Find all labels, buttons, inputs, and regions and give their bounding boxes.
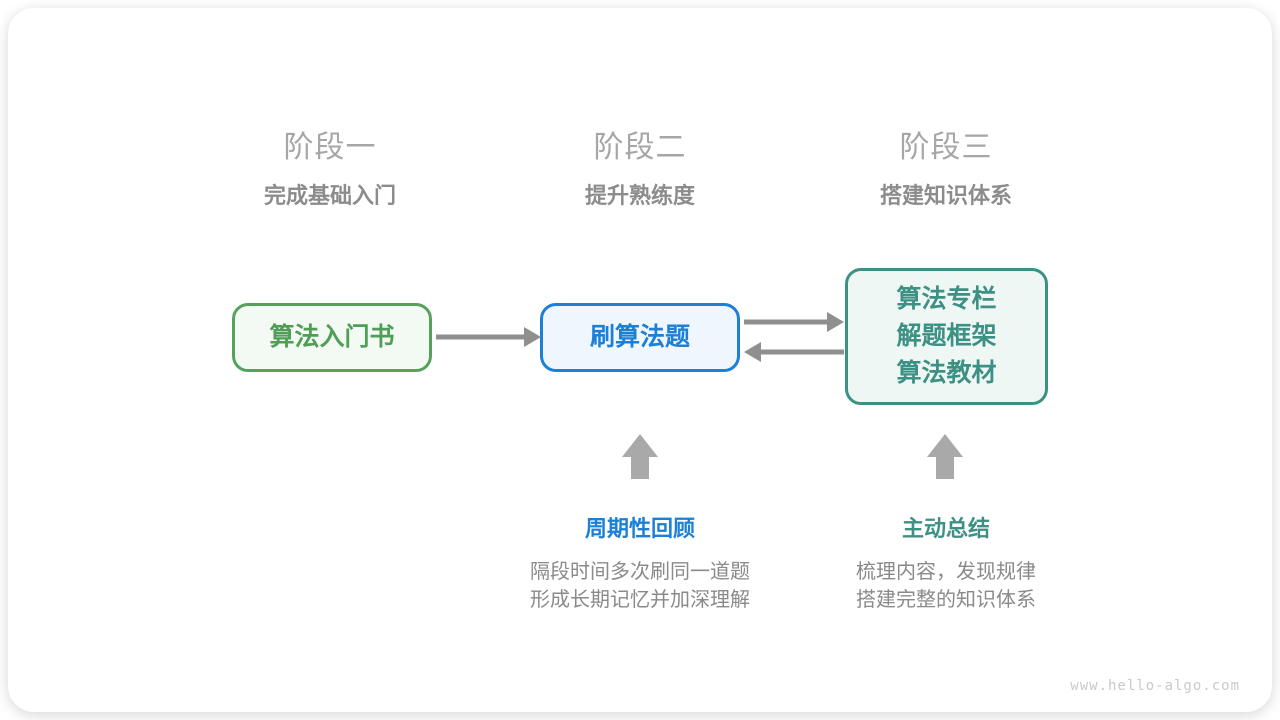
annotation-review-desc: 隔段时间多次刷同一道题 形成长期记忆并加深理解 [480, 558, 800, 614]
box-intro-book-label: 算法入门书 [269, 323, 395, 351]
box-resources-line-3: 算法教材 [896, 359, 997, 387]
annotation-review-desc-line-2: 形成长期记忆并加深理解 [530, 589, 750, 611]
box-resources-line-1: 算法专栏 [896, 285, 997, 313]
annotation-review-title: 周期性回顾 [584, 516, 695, 541]
stage-3-subtitle: 搭建知识体系 [879, 183, 1012, 208]
annotation-summarize-desc-line-2: 搭建完整的知识体系 [856, 589, 1036, 611]
box-knowledge-resources: 算法专栏 解题框架 算法教材 [845, 268, 1048, 405]
stage-2-label: 阶段二 [593, 131, 687, 164]
stage-2-subtitle: 提升熟练度 [584, 183, 695, 208]
box-intro-book: 算法入门书 [232, 303, 432, 372]
stage-3-label: 阶段三 [899, 131, 993, 164]
stage-1-label: 阶段一 [283, 131, 377, 164]
annotation-summarize-desc: 梳理内容，发现规律 搭建完整的知识体系 [786, 558, 1106, 614]
watermark: www.hello-algo.com [1070, 678, 1240, 694]
box-resources-line-2: 解题框架 [896, 322, 997, 350]
box-practice-problems: 刷算法题 [540, 303, 740, 372]
annotation-summarize-desc-line-1: 梳理内容，发现规律 [856, 561, 1036, 583]
annotation-summarize-title: 主动总结 [901, 516, 990, 541]
stage-1-subtitle: 完成基础入门 [263, 183, 396, 208]
box-practice-problems-label: 刷算法题 [589, 323, 690, 351]
annotation-review-desc-line-1: 隔段时间多次刷同一道题 [530, 561, 750, 583]
